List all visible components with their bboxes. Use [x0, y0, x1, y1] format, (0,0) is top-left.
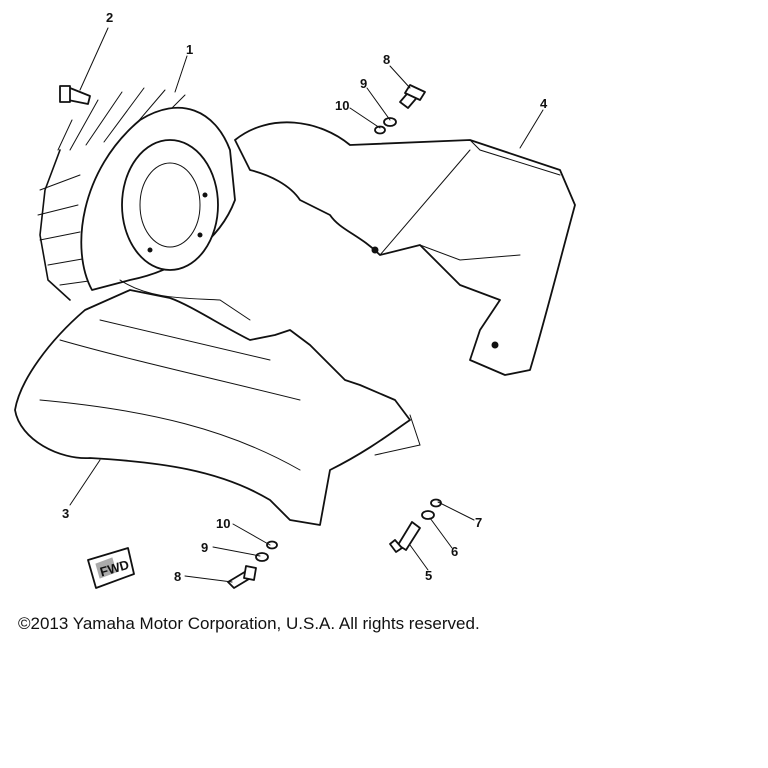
- leader-lines: [69, 27, 544, 583]
- upper-shroud: [234, 121, 576, 376]
- parts-diagram: FWD 2 1 4 8 9 10 3 5 6 7 10 9 8: [14, 10, 576, 589]
- hardware-bottom-left: [227, 540, 278, 589]
- callout-8-bottom: 8: [174, 569, 181, 584]
- callout-8-top: 8: [383, 52, 390, 67]
- callout-5: 5: [425, 568, 432, 583]
- callout-4: 4: [540, 96, 548, 111]
- bolt-2: [59, 85, 91, 105]
- fwd-marker: FWD: [87, 547, 135, 589]
- callouts: 2 1 4 8 9 10 3 5 6 7 10 9 8: [62, 10, 548, 584]
- callout-6: 6: [451, 544, 458, 559]
- callout-10-bottom: 10: [216, 516, 230, 531]
- flywheel-fan: [37, 87, 236, 301]
- callout-3: 3: [62, 506, 69, 521]
- hardware-bottom-right: [389, 498, 442, 553]
- callout-9-top: 9: [360, 76, 367, 91]
- callout-7: 7: [475, 515, 482, 530]
- callout-1: 1: [186, 42, 193, 57]
- callout-2: 2: [106, 10, 113, 25]
- callout-10-top: 10: [335, 98, 349, 113]
- callout-9-bottom: 9: [201, 540, 208, 555]
- lower-shroud: [14, 279, 421, 526]
- hardware-top: [374, 84, 426, 135]
- copyright-notice: ©2013 Yamaha Motor Corporation, U.S.A. A…: [18, 614, 480, 633]
